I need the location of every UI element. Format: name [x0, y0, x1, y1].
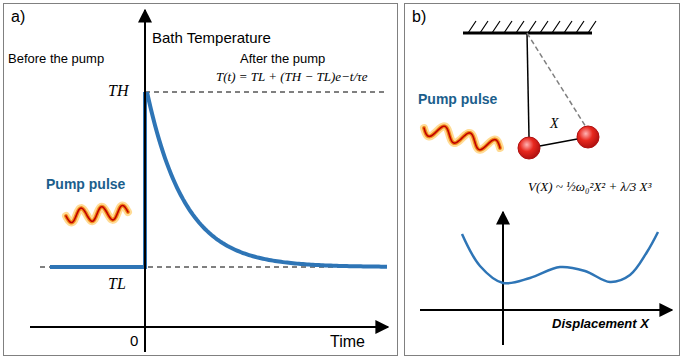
- high-level-line: [145, 92, 388, 93]
- x-axis: [30, 326, 388, 328]
- level-label: TH: [108, 82, 128, 100]
- panel-letter: a): [4, 4, 32, 30]
- region-label: Before the pump: [8, 52, 104, 66]
- equation: V(X) ~ ½ω₀²X² + λ/3 X³: [528, 180, 651, 194]
- y-axis: [144, 10, 146, 352]
- pendulum-bob: [518, 137, 540, 159]
- region-label: After the pump: [240, 52, 325, 66]
- potential-curve: [462, 232, 658, 283]
- variable-label: X: [550, 116, 559, 131]
- panel-letter: b): [405, 4, 433, 30]
- pulse-label: Pump pulse: [418, 92, 497, 107]
- equation: T(t) = TL + (TH − TL)e−t/τe: [216, 70, 367, 84]
- pulse-core: [66, 205, 128, 222]
- level-label: TL: [108, 275, 126, 293]
- temperature-decay: [147, 92, 387, 267]
- potential-x-axis: [420, 309, 672, 311]
- displaced-bob: [577, 126, 599, 148]
- axis-title: Bath Temperature: [152, 30, 271, 47]
- ceiling-hatch: [468, 21, 596, 33]
- pendulum-string: [527, 33, 529, 137]
- axis-title: Displacement X: [552, 317, 649, 331]
- tick-label: 0: [130, 333, 138, 350]
- pulse-label: Pump pulse: [46, 177, 125, 192]
- displaced-string: [527, 33, 586, 127]
- pulse-core: [424, 126, 500, 149]
- pulse-glow: [66, 205, 128, 222]
- pulse-wave: [424, 126, 500, 149]
- axis-title: Time: [330, 333, 365, 351]
- pulse-glow: [424, 126, 500, 149]
- pulse-wave: [66, 205, 128, 222]
- potential-y-axis: [502, 212, 504, 345]
